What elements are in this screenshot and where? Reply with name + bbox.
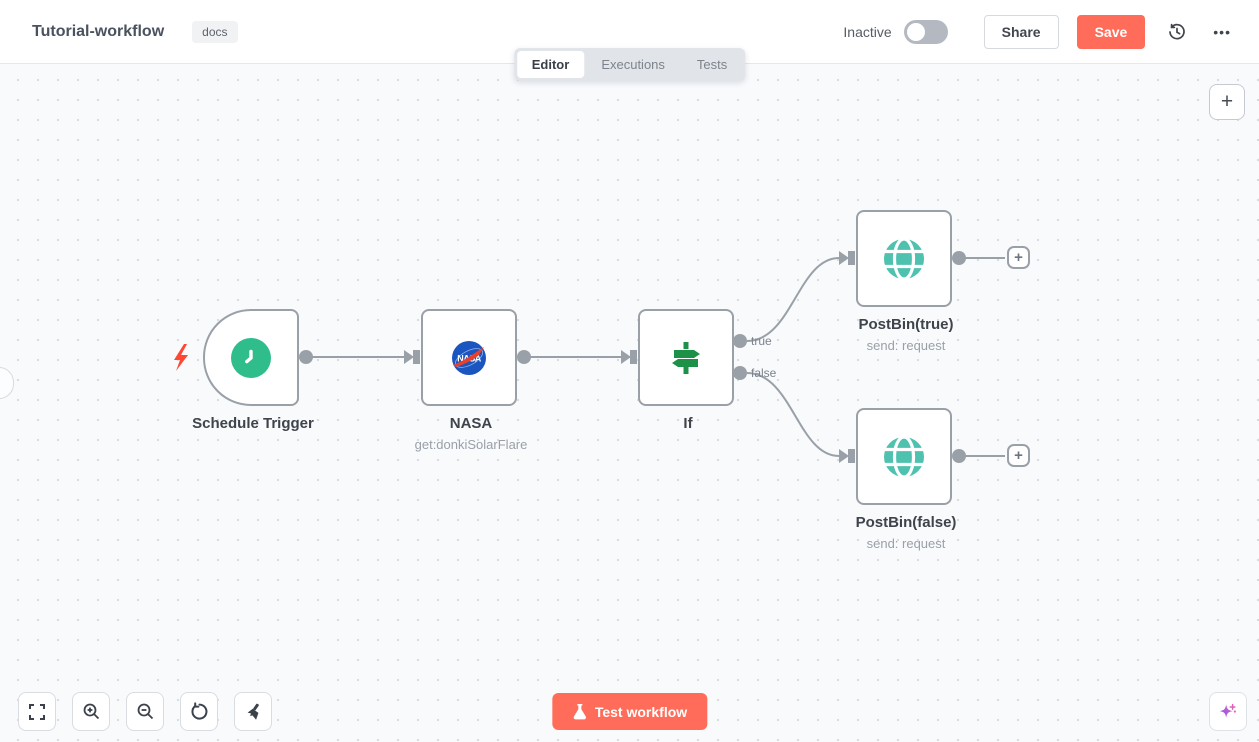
open-node-panel-button[interactable]: +	[1209, 84, 1245, 120]
node-subtitle: send: request	[866, 338, 946, 353]
flask-icon	[573, 704, 586, 720]
share-button[interactable]: Share	[983, 14, 1059, 49]
sparkle-icon	[1219, 703, 1236, 717]
tab-editor[interactable]: Editor	[516, 51, 585, 78]
workflow-canvas[interactable]	[0, 64, 1259, 742]
toggle-knob	[906, 22, 925, 41]
tab-tests[interactable]: Tests	[682, 51, 742, 78]
node-label: PostBin(true)	[858, 316, 954, 333]
test-workflow-button[interactable]: Test workflow	[551, 693, 708, 730]
node-schedule-trigger[interactable]: Schedule Trigger	[192, 309, 314, 432]
header-actions: Inactive Share Save •••	[843, 14, 1235, 49]
node-label: Schedule Trigger	[192, 415, 314, 432]
save-button[interactable]: Save	[1076, 14, 1146, 49]
node-nasa[interactable]: NASA NASA get:donkiSolarFlare	[415, 309, 527, 452]
globe-icon	[884, 434, 924, 479]
globe-icon	[884, 236, 924, 281]
node-label: PostBin(false)	[855, 514, 957, 531]
output-label-true: true	[751, 334, 772, 348]
node-postbin-true[interactable]: PostBin(true) send: request	[856, 210, 954, 353]
test-workflow-label: Test workflow	[594, 703, 688, 720]
node-subtitle: send: request	[866, 536, 946, 551]
workflow-tag-badge[interactable]: docs	[192, 20, 238, 43]
signpost-icon	[672, 341, 700, 374]
more-options-icon[interactable]: •••	[1209, 20, 1235, 44]
zoom-in-button[interactable]	[72, 692, 110, 731]
add-node-button[interactable]: +	[1007, 444, 1030, 467]
view-tabs: Editor Executions Tests	[513, 48, 746, 81]
ai-assistant-button[interactable]	[1209, 692, 1247, 731]
workflow-history-icon[interactable]	[1163, 18, 1191, 46]
tab-executions[interactable]: Executions	[586, 51, 680, 78]
add-node-button[interactable]: +	[1007, 246, 1030, 269]
node-if[interactable]: If	[638, 309, 734, 432]
output-label-false: false	[751, 366, 777, 380]
tidy-up-button[interactable]	[234, 692, 272, 731]
node-postbin-false[interactable]: PostBin(false) send: request	[856, 408, 956, 551]
activation-toggle[interactable]	[903, 19, 948, 44]
zoom-out-button[interactable]	[126, 692, 164, 731]
clock-icon	[231, 337, 271, 378]
node-label: If	[683, 415, 693, 432]
activation-status-label: Inactive	[843, 23, 892, 40]
workflow-title[interactable]: Tutorial-workflow	[32, 22, 165, 40]
fit-view-button[interactable]	[18, 692, 56, 731]
canvas-controls	[18, 692, 272, 731]
node-label: NASA	[449, 415, 493, 432]
reset-zoom-button[interactable]	[180, 692, 218, 731]
nasa-logo-icon: NASA	[452, 340, 486, 375]
node-subtitle: get:donkiSolarFlare	[414, 437, 528, 452]
